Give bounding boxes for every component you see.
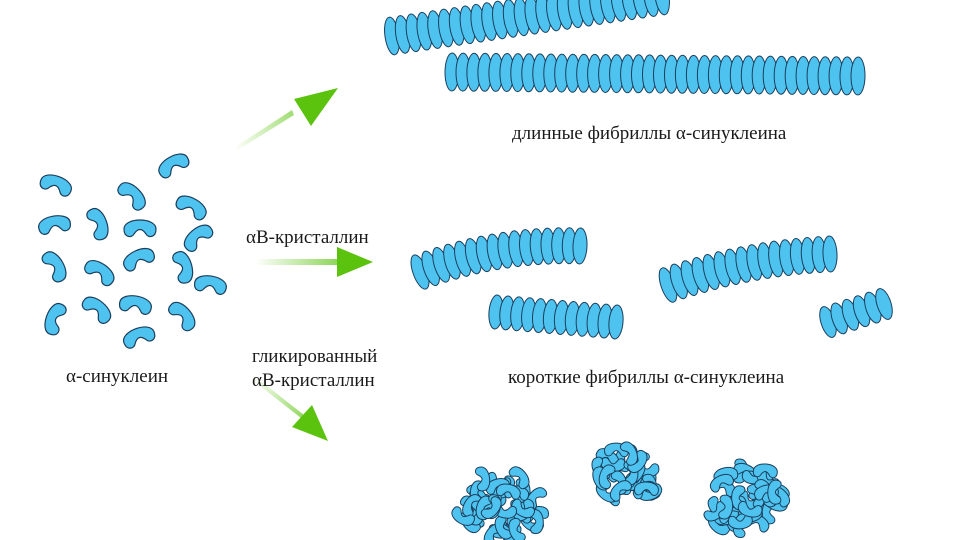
aggregate-monomer [451, 506, 475, 526]
aggregate-monomer [474, 466, 491, 492]
short-fibril-2 [488, 294, 624, 340]
monomer [123, 219, 157, 238]
aggregate-monomer [737, 500, 763, 518]
amorphous-aggregates [451, 441, 791, 540]
fibril-subunit [632, 0, 649, 19]
monomer [168, 301, 196, 332]
monomer [123, 247, 155, 272]
aggregate-3 [703, 458, 791, 539]
long-fibril-1 [384, 0, 670, 56]
fibrils-group [384, 0, 893, 340]
short-fibril-1 [410, 227, 588, 290]
fibril-subunit [875, 288, 893, 320]
aggregate-2 [591, 441, 663, 507]
aggregate-1 [451, 466, 549, 540]
monomer [118, 295, 152, 315]
monomer-cluster [38, 153, 227, 349]
label-long-fibrils: длинные фибриллы α-синуклеина [512, 123, 787, 144]
arrow-to-aggregates [250, 375, 328, 441]
monomer [193, 275, 227, 295]
long-fibril-2 [444, 52, 866, 96]
monomer [81, 296, 112, 324]
monomer [38, 215, 72, 235]
aggregate-monomer [709, 473, 734, 493]
monomer [39, 174, 72, 197]
fibril-subunit [850, 56, 866, 96]
aggregate-monomer [508, 466, 530, 490]
fibril-subunit [643, 0, 660, 17]
label-alphaB-crystallin: αB-кристаллин [246, 227, 369, 248]
monomer [86, 208, 109, 241]
short-fibril-4 [819, 288, 893, 338]
fibril-subunit [822, 235, 838, 273]
aggregate-monomer [718, 494, 734, 520]
label-short-fibrils: короткие фибриллы α-синуклеина [508, 367, 785, 388]
aggregate-monomer [619, 441, 638, 466]
monomer [183, 224, 214, 252]
short-fibril-3 [658, 235, 838, 303]
label-glycated-line1: гликированный [252, 346, 378, 367]
label-alpha-synuclein: α-синуклеин [66, 366, 169, 387]
monomer [123, 326, 156, 349]
arrow-to-short-fibrils [255, 247, 373, 277]
monomer [172, 251, 194, 284]
aggregate-monomer [508, 517, 526, 540]
aggregate-monomer [752, 463, 778, 479]
monomer [175, 195, 207, 221]
monomer [44, 303, 67, 336]
aggregate-monomer [598, 464, 616, 490]
monomer [117, 182, 146, 211]
monomer [158, 153, 190, 179]
aggregate-monomer [480, 496, 502, 519]
fibril-subunit [608, 304, 624, 340]
aggregate-monomer [495, 483, 521, 500]
monomer [41, 251, 67, 283]
fibril-subunit [572, 227, 588, 265]
fibril-subunit [654, 0, 670, 16]
arrow-to-long-fibrils [232, 88, 338, 153]
aggregate-monomer [767, 479, 782, 505]
aggregate-monomer [633, 481, 659, 496]
label-glycated-line2: αB-кристаллин [252, 370, 375, 391]
monomer [84, 260, 115, 287]
aggregate-monomer [609, 480, 632, 502]
fibril-subunit [621, 0, 638, 21]
